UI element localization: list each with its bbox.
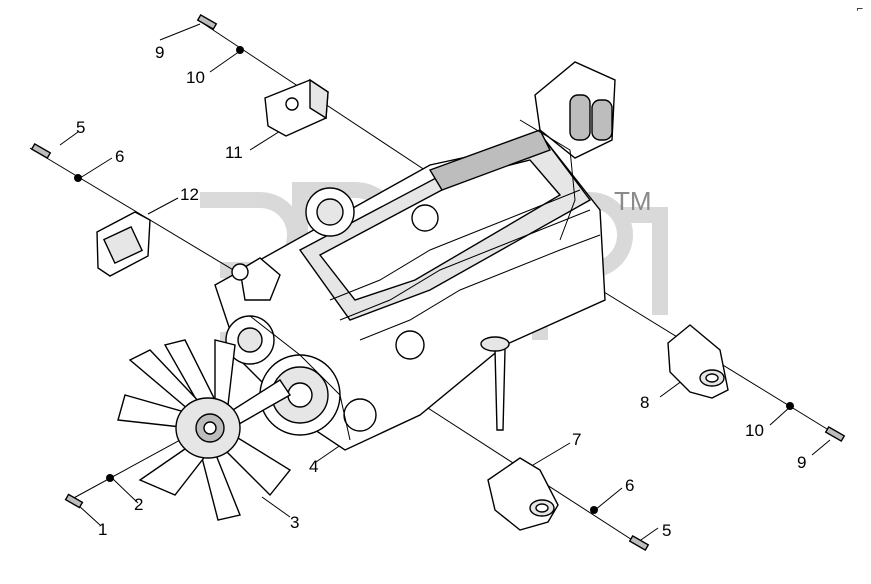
bolt-left	[30, 142, 52, 160]
washer-top	[236, 46, 244, 54]
trademark-text: TM	[614, 186, 652, 216]
callout-6-left: 6	[115, 147, 124, 166]
washer-bottom	[590, 506, 598, 514]
bolt-fan	[64, 493, 84, 509]
corner-mark: ⌐	[856, 5, 864, 15]
callout-9-right: 9	[797, 453, 806, 472]
callout-10-top: 10	[186, 68, 205, 87]
cooling-fan	[117, 339, 292, 521]
callout-4: 4	[309, 457, 318, 476]
washer-left	[74, 174, 82, 182]
oil-filter	[534, 61, 616, 159]
dipstick-tube	[480, 336, 510, 431]
mount-bracket-8	[667, 324, 729, 399]
washer-right	[786, 402, 794, 410]
bolt-bottom	[628, 534, 650, 552]
bolt-top-left	[196, 13, 218, 31]
mount-bracket-7	[487, 457, 559, 531]
callout-6-bottom: 6	[625, 476, 634, 495]
callout-7: 7	[572, 430, 581, 449]
callout-11: 11	[225, 143, 243, 162]
callout-1: 1	[98, 520, 107, 539]
callout-9-top: 9	[155, 43, 164, 62]
callout-12: 12	[180, 185, 199, 204]
callout-5-bottom: 5	[662, 521, 671, 540]
washer-fan	[106, 474, 114, 482]
mount-bracket-12	[96, 211, 151, 277]
callout-5-left: 5	[76, 118, 85, 137]
callout-3: 3	[290, 513, 299, 532]
callout-2: 2	[134, 495, 143, 514]
callout-8: 8	[640, 393, 649, 412]
callout-10-right: 10	[745, 421, 764, 440]
bolt-right	[824, 425, 846, 443]
mount-bracket-11	[264, 78, 329, 137]
